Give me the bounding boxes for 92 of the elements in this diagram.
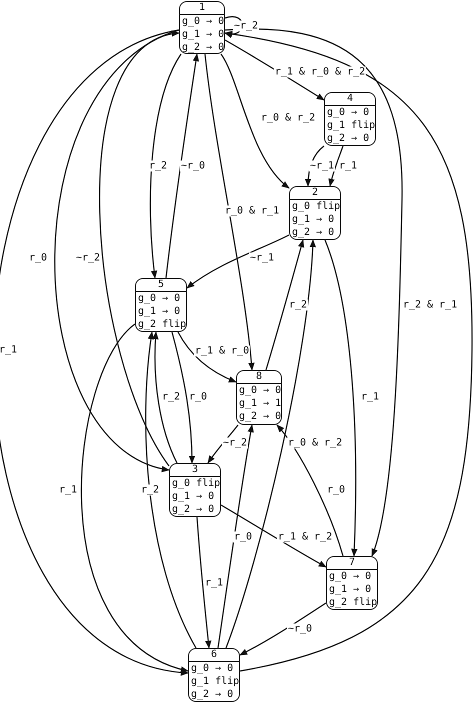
edge-label: r_1 & r_0 & r_2 (274, 66, 366, 78)
state-box (236, 370, 282, 425)
edge-label: r_1 (360, 392, 380, 402)
state-box (169, 463, 221, 517)
edge-label: r_0 & r_1 (224, 206, 280, 216)
state-number: 1 (180, 2, 224, 15)
edge-label: r_1 (58, 484, 78, 496)
state-action: g_1 → 1 (238, 397, 281, 410)
state-number: 7 (327, 557, 377, 570)
edge-label: r_2 (288, 300, 308, 310)
edge-label: r_0 & r_2 (286, 438, 344, 448)
transition-arrow (220, 54, 290, 189)
state-action: g_0 → 0 (328, 570, 372, 583)
state-box (179, 1, 225, 54)
transition-arrow (145, 331, 197, 648)
edge-label: ~r_0 (180, 160, 206, 172)
state-action: g_0 → 0 (137, 292, 182, 305)
edge-label: ~r_1 (248, 252, 276, 264)
state-box (289, 186, 341, 240)
state-action: g_2 → 0 (238, 410, 281, 423)
edge-label: r_0 (326, 484, 346, 496)
transition-arrow (220, 504, 327, 568)
state-box (135, 278, 187, 332)
state-action: g_2 → 0 (326, 132, 370, 145)
edge-label: ~r_0 (286, 624, 314, 634)
transition-arrow (152, 331, 178, 464)
state-box (324, 92, 376, 146)
state-action: g_0 → 0 (190, 662, 234, 675)
edge-label: r_1 (338, 160, 358, 172)
state-action: g_2 → 0 (291, 226, 336, 239)
edge-label: r_0 (232, 532, 254, 542)
transition-arrow (81, 324, 189, 672)
state-action: g_1 → 0 (291, 213, 336, 226)
transition-arrow (328, 146, 344, 187)
state-number: 4 (325, 93, 375, 106)
edge-label: ~r_2 (74, 252, 102, 264)
state-number: 5 (136, 279, 186, 292)
state-action: g_2 flip (328, 596, 377, 609)
edge-label: ~r_2 (222, 438, 248, 448)
edge-label: r_2 (148, 160, 168, 172)
state-action: g_0 flip (291, 200, 340, 213)
state-action: g_1 → 0 (137, 305, 182, 318)
transition-arrow (204, 54, 254, 371)
transition-arrow (54, 29, 180, 471)
transition-arrow (217, 424, 254, 648)
state-action: g_0 flip (171, 477, 220, 490)
edge-label: r_1 & r_2 (276, 532, 334, 542)
state-action: g_2 → 0 (181, 41, 224, 53)
edge-label: r_1 (0, 344, 18, 356)
state-action: g_1 → 0 (171, 490, 216, 503)
transition-arrow (177, 332, 237, 383)
edge-label: ~r_1 (308, 160, 336, 172)
state-action: g_1 flip (190, 675, 239, 688)
state-action: g_0 → 0 (238, 384, 281, 397)
state-action: g_0 → 0 (326, 106, 370, 119)
state-box (188, 648, 240, 702)
edge-label: r_2 & r_1 (402, 300, 458, 310)
transition-arrow (186, 234, 290, 288)
edge-label: r_0 & r_2 (260, 112, 316, 124)
state-box (326, 556, 378, 610)
edge-label: ~r_2 (232, 20, 260, 32)
transition-arrow (224, 31, 473, 672)
transition-arrow (265, 239, 304, 370)
transition-arrow (276, 424, 344, 556)
state-action: g_2 → 0 (190, 688, 234, 701)
transition-arrow (239, 602, 326, 656)
state-number: 6 (189, 649, 239, 662)
transition-arrow (0, 29, 189, 674)
state-action: g_1 → 0 (328, 583, 372, 596)
edge-label: r_1 (204, 578, 224, 588)
edge-label: r_0 (28, 252, 48, 264)
transition-arrow (196, 516, 212, 649)
edge-label: r_2 (140, 484, 160, 496)
state-number: 2 (290, 187, 340, 200)
state-action: g_1 flip (326, 119, 375, 132)
transition-arrow (99, 32, 180, 466)
transition-arrow (224, 39, 325, 100)
edge-label: r_1 & r_0 (194, 346, 250, 356)
edge-label: r_2 (160, 392, 182, 402)
state-action: g_2 flip (137, 318, 186, 331)
state-action: g_0 → 0 (181, 15, 224, 28)
edge-label: r_0 (188, 392, 208, 402)
transition-arrow (324, 240, 358, 557)
transition-arrow (224, 28, 403, 557)
transition-arrow (150, 54, 182, 279)
transition-arrow (171, 332, 196, 464)
state-action: g_1 → 0 (181, 28, 224, 41)
transition-arrow (165, 53, 200, 278)
state-number: 8 (237, 371, 281, 384)
state-action: g_2 → 0 (171, 503, 216, 516)
state-number: 3 (170, 464, 220, 477)
transition-arrow (225, 239, 316, 648)
